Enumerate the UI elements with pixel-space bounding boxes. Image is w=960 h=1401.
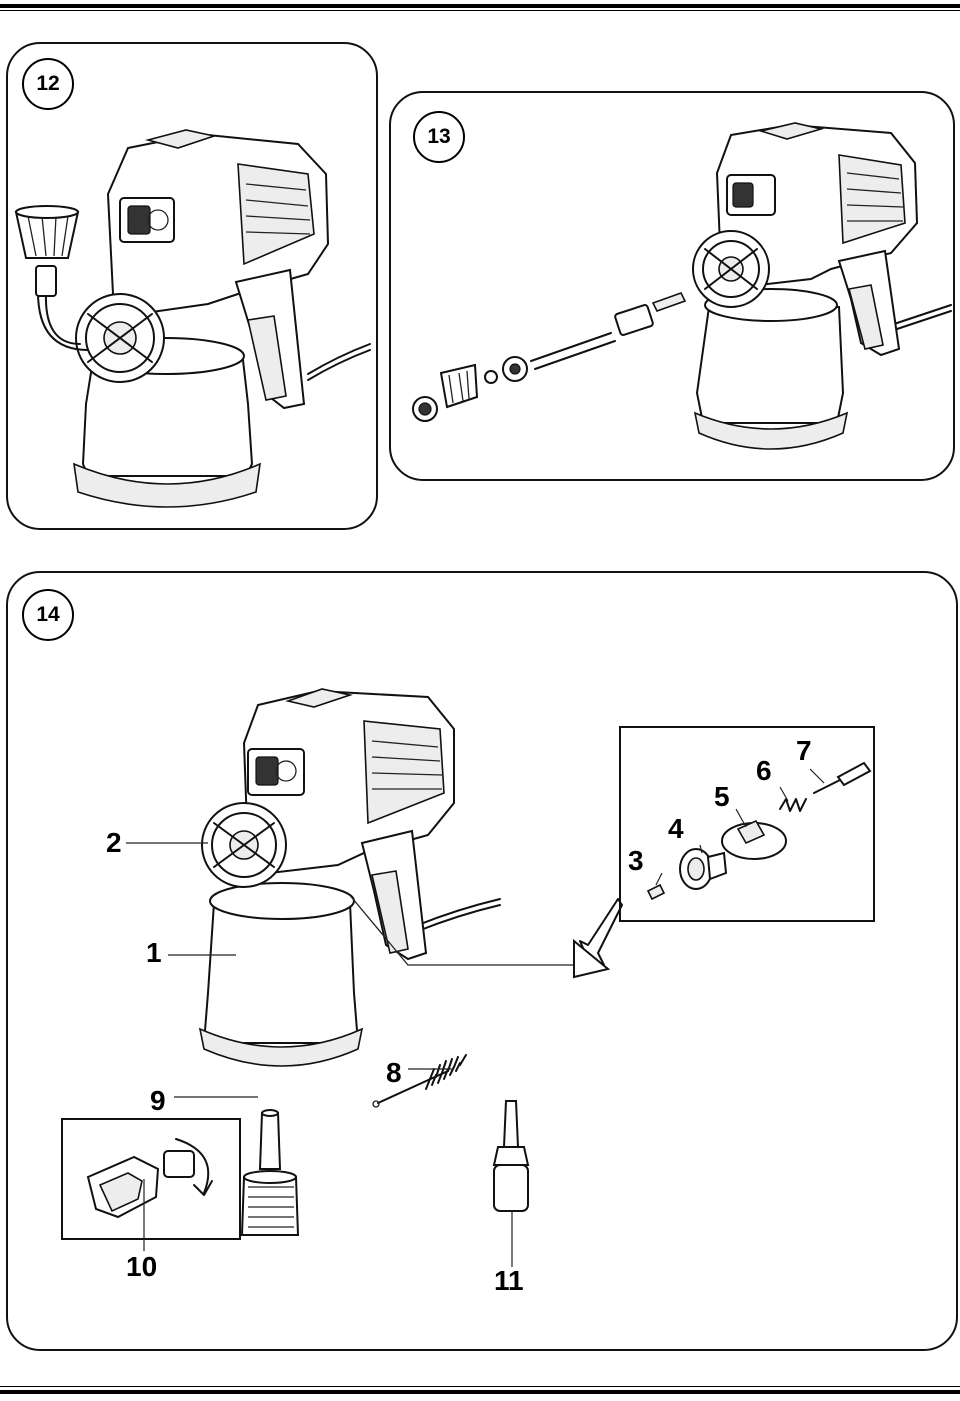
figure-13-badge: 13 [413,111,465,163]
figure-13-illustration [412,122,952,450]
callout-7: 7 [796,735,812,766]
callout-5: 5 [714,781,730,812]
callout-4: 4 [668,813,684,844]
top-rule-thin [0,10,960,11]
figure-12-number: 12 [36,72,60,95]
top-rule-thick [0,4,960,8]
callout-11: 11 [494,1265,524,1296]
figure-14-panel: 14 1 2 3 4 5 6 7 8 9 10 11 [6,571,958,1351]
figure-12-panel: 12 [6,42,378,530]
figure-14-number: 14 [36,603,60,626]
bottom-rule-thick [0,1390,960,1394]
callout-8: 8 [386,1057,402,1088]
callout-10: 10 [126,1251,158,1282]
figure-12-illustration [14,129,371,508]
callout-6: 6 [756,755,772,786]
callout-2: 2 [106,827,122,858]
callout-9: 9 [150,1085,166,1116]
figure-14-illustration [61,688,875,1267]
figure-12-badge: 12 [22,58,74,110]
figure-14-badge: 14 [22,589,74,641]
callout-3: 3 [628,845,644,876]
bottom-rule-thin [0,1386,960,1387]
figure-13-panel: 13 [389,91,955,481]
callout-1: 1 [146,937,162,968]
figure-13-number: 13 [427,125,451,148]
